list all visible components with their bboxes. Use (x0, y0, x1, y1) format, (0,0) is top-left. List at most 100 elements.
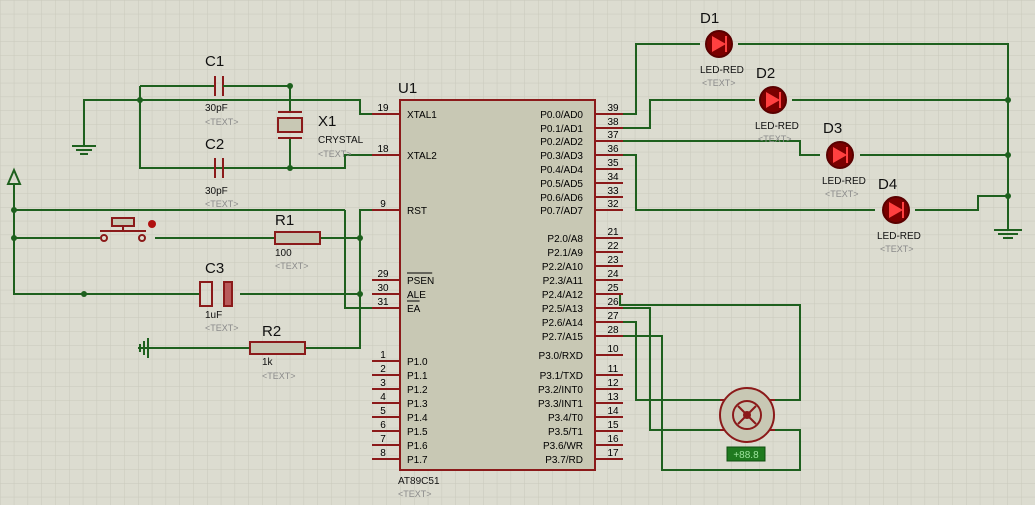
pin-number: 14 (607, 406, 619, 417)
c3-value: 1uF (205, 310, 222, 321)
pin-label: P3.0/RXD (539, 351, 583, 362)
resistor-r1[interactable]: R1 100 <TEXT> (274, 212, 321, 271)
led-d4[interactable]: D4 LED-RED <TEXT> (877, 176, 921, 254)
pin-label: P3.6/WR (543, 441, 583, 452)
r1-text: <TEXT> (275, 261, 309, 271)
chip-right-pins: 39P0.0/AD038P0.1/AD137P0.2/AD236P0.3/AD3… (538, 103, 623, 466)
x1-value: CRYSTAL (318, 135, 364, 146)
pin-number: 33 (607, 186, 619, 197)
pin-number: 1 (380, 350, 386, 361)
vcc-terminal (6, 167, 22, 185)
pin-number: 18 (377, 144, 389, 155)
capacitor-c1[interactable]: C1 30pF <TEXT> (139, 53, 290, 127)
pin-number: 11 (608, 364, 619, 375)
d1-ref: D1 (700, 10, 719, 27)
pin-number: 35 (607, 158, 619, 169)
d2-text: <TEXT> (758, 134, 792, 144)
pin-number: 25 (607, 283, 619, 294)
pin-number: 22 (607, 241, 619, 252)
stepper-motor[interactable]: +88.8 (719, 387, 775, 462)
pin-label: PSEN (407, 276, 434, 287)
pin-number: 37 (607, 130, 619, 141)
r2-text: <TEXT> (262, 371, 296, 381)
pin-number: 28 (607, 325, 619, 336)
pin-number: 27 (607, 311, 619, 322)
c3-ref: C3 (205, 260, 224, 277)
pin-label: EA (407, 304, 421, 315)
d4-text: <TEXT> (880, 244, 914, 254)
pin-label: P0.7/AD7 (540, 206, 583, 217)
led-d1[interactable]: D1 LED-RED <TEXT> (700, 10, 744, 88)
r2-ref: R2 (262, 323, 281, 340)
r1-value: 100 (275, 248, 292, 259)
c2-ref: C2 (205, 136, 224, 153)
pin-number: 5 (380, 406, 386, 417)
pin-number: 2 (380, 364, 386, 375)
pin-number: 31 (377, 297, 389, 308)
pin-label: P2.5/A13 (542, 304, 584, 315)
d1-value: LED-RED (700, 65, 744, 76)
pin-label: P1.7 (407, 455, 428, 466)
ground-symbol-right (994, 229, 1022, 239)
pin-number: 34 (607, 172, 619, 183)
pin-label: P3.4/T0 (548, 413, 583, 424)
pin-number: 8 (380, 448, 386, 459)
pin-label: P3.7/RD (545, 455, 583, 466)
capacitor-c2[interactable]: C2 30pF <TEXT> (200, 136, 239, 209)
pin-number: 26 (607, 297, 619, 308)
d4-value: LED-RED (877, 231, 921, 242)
pin-number: 9 (380, 199, 386, 210)
pin-number: 32 (607, 199, 619, 210)
junction-dots (11, 83, 1011, 297)
pin-number: 29 (377, 269, 389, 280)
chip-text: <TEXT> (398, 489, 432, 499)
d3-ref: D3 (823, 120, 842, 137)
d2-value: LED-RED (755, 121, 799, 132)
pin-label: XTAL2 (407, 151, 437, 162)
pin-label: P3.2/INT0 (538, 385, 583, 396)
pin-label: P1.0 (407, 357, 428, 368)
pin-label: P1.2 (407, 385, 428, 396)
pin-number: 21 (607, 227, 619, 238)
ground-symbol-r2 (138, 338, 155, 358)
pin-label: P0.0/AD0 (540, 110, 583, 121)
pin-label: P2.6/A14 (542, 318, 584, 329)
pin-number: 39 (607, 103, 619, 114)
pin-number: 3 (380, 378, 386, 389)
pin-label: P2.7/A15 (542, 332, 584, 343)
crystal-x1[interactable]: X1 CRYSTAL <TEXT> (277, 111, 364, 159)
chip-u1[interactable]: U1 AT89C51 <TEXT> 19XTAL118XTAL29RST29PS… (372, 80, 623, 499)
pin-label: P3.3/INT1 (538, 399, 583, 410)
pin-number: 16 (607, 434, 619, 445)
c1-ref: C1 (205, 53, 224, 70)
x1-ref: X1 (318, 113, 336, 130)
pin-label: P1.6 (407, 441, 428, 452)
pin-label: P2.2/A10 (542, 262, 584, 273)
pin-number: 13 (607, 392, 619, 403)
pin-label: P0.4/AD4 (540, 165, 583, 176)
led-d3[interactable]: D3 LED-RED <TEXT> (822, 120, 866, 199)
d3-value: LED-RED (822, 176, 866, 187)
capacitor-c3[interactable]: C3 1uF <TEXT> (199, 260, 239, 333)
r1-ref: R1 (275, 212, 294, 229)
pin-label: P1.4 (407, 413, 428, 424)
pin-number: 36 (607, 144, 619, 155)
pin-number: 24 (607, 269, 619, 280)
pin-label: ALE (407, 290, 426, 301)
chip-left-pins: 19XTAL118XTAL29RST29PSEN30ALE31EA1P1.02P… (372, 103, 437, 466)
c2-text: <TEXT> (205, 199, 239, 209)
pin-number: 23 (607, 255, 619, 266)
pin-number: 6 (380, 420, 386, 431)
d4-ref: D4 (878, 176, 897, 193)
pin-label: P0.1/AD1 (540, 124, 583, 135)
reset-pushbutton[interactable] (100, 217, 156, 242)
pin-number: 12 (607, 378, 619, 389)
resistor-r2[interactable]: R2 1k <TEXT> (249, 323, 306, 381)
c2-value: 30pF (205, 186, 228, 197)
chip-ref: U1 (398, 80, 417, 97)
chip-body (399, 99, 596, 471)
pin-label: P1.1 (407, 371, 428, 382)
led-d2[interactable]: D2 LED-RED <TEXT> (755, 65, 799, 144)
pin-label: P0.5/AD5 (540, 179, 583, 190)
